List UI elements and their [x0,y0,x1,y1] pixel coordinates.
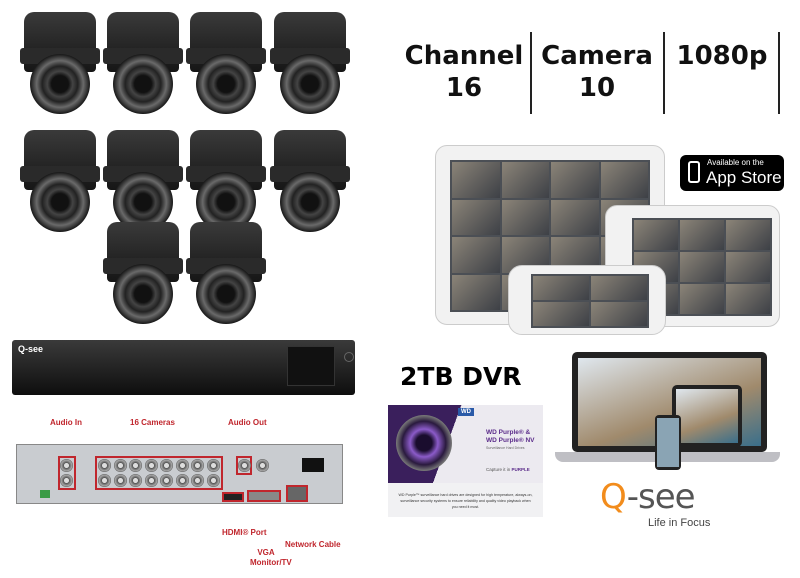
audio-out-port [238,459,251,472]
spec-resolution: 1080p [666,40,778,110]
dvr-brand: Q-see [18,344,44,354]
spec-label: Camera [541,41,653,71]
phone-icon [688,161,700,183]
camera-image [103,222,183,327]
spec-label: 1080p [676,41,768,71]
app-store-badge[interactable]: Available on the App Store [680,155,784,191]
wd-tagline: Capture it in [486,467,512,472]
camera-image [20,130,100,235]
hdmi-port [222,492,244,502]
wd-body: WD Purple™ surveillance hard drives are … [398,493,533,509]
dvr-front-image: Q-see [12,340,355,395]
label-audio-in: Audio In [50,418,82,427]
bnc-port [129,459,142,472]
power-switch [302,458,324,472]
bnc-port [113,459,127,472]
camera-image [186,222,266,327]
qsee-brand: Q-see [600,477,696,517]
cameras-highlight [95,456,223,490]
qsee-logo: Q-see Life in Focus [600,478,750,534]
audio-in-port [60,459,73,472]
camera-image [103,12,183,117]
dvr-panel [287,346,335,386]
phone-image [508,265,666,335]
qsee-tagline: Life in Focus [648,517,711,529]
label-cameras: 16 Cameras [130,418,175,427]
camera-lens-image [396,415,452,471]
bnc-port [191,474,204,487]
bnc-port [191,459,204,472]
camera-image [270,130,350,235]
audio-out-highlight [236,456,252,475]
wd-heading: WD Purple® & [486,429,531,436]
bnc-port [160,459,173,472]
bnc-port [129,474,142,487]
bnc-port [160,474,173,487]
camera-image [103,130,183,235]
bnc-port [144,459,158,472]
dvr-title: 2TB DVR [400,362,522,391]
audio-in-port [60,474,73,487]
terminal-block [40,490,50,498]
wd-heading: WD Purple® NV [486,437,535,444]
network-port [286,485,308,502]
bnc-port [206,459,220,472]
divider [778,32,780,114]
wd-logo: WD [458,408,474,416]
camera-image [186,130,266,235]
vga-port [247,490,281,502]
power-icon [344,352,354,362]
app-store-line2: App Store [706,168,782,187]
spec-label: Channel [404,41,524,71]
bnc-port [206,474,220,487]
label-hdmi: HDMI® Port [222,528,267,537]
wd-tagline-bold: PURPLE [511,467,530,472]
bnc-port [113,474,127,487]
bnc-port [144,474,158,487]
spot-port [256,459,269,472]
bnc-port [98,474,111,487]
bnc-port [98,459,111,472]
bnc-port [175,459,189,472]
audio-in-highlight [58,456,76,490]
divider [530,32,532,114]
wd-sub: Surveillance Hard Drives [486,446,525,450]
spec-value: 10 [578,73,616,103]
divider [663,32,665,114]
label-audio-out: Audio Out [228,418,267,427]
label-network: Network Cable [285,540,341,549]
camera-image [186,12,266,117]
spec-value: 16 [445,73,483,103]
bnc-port [175,474,189,487]
label-vga: VGA Monitor/TV [250,548,292,567]
wd-purple-ad: WD WD Purple® & WD Purple® NV Surveillan… [388,405,543,517]
camera-image [270,12,350,117]
camera-image [20,12,100,117]
app-store-line1: Available on the [707,158,764,167]
